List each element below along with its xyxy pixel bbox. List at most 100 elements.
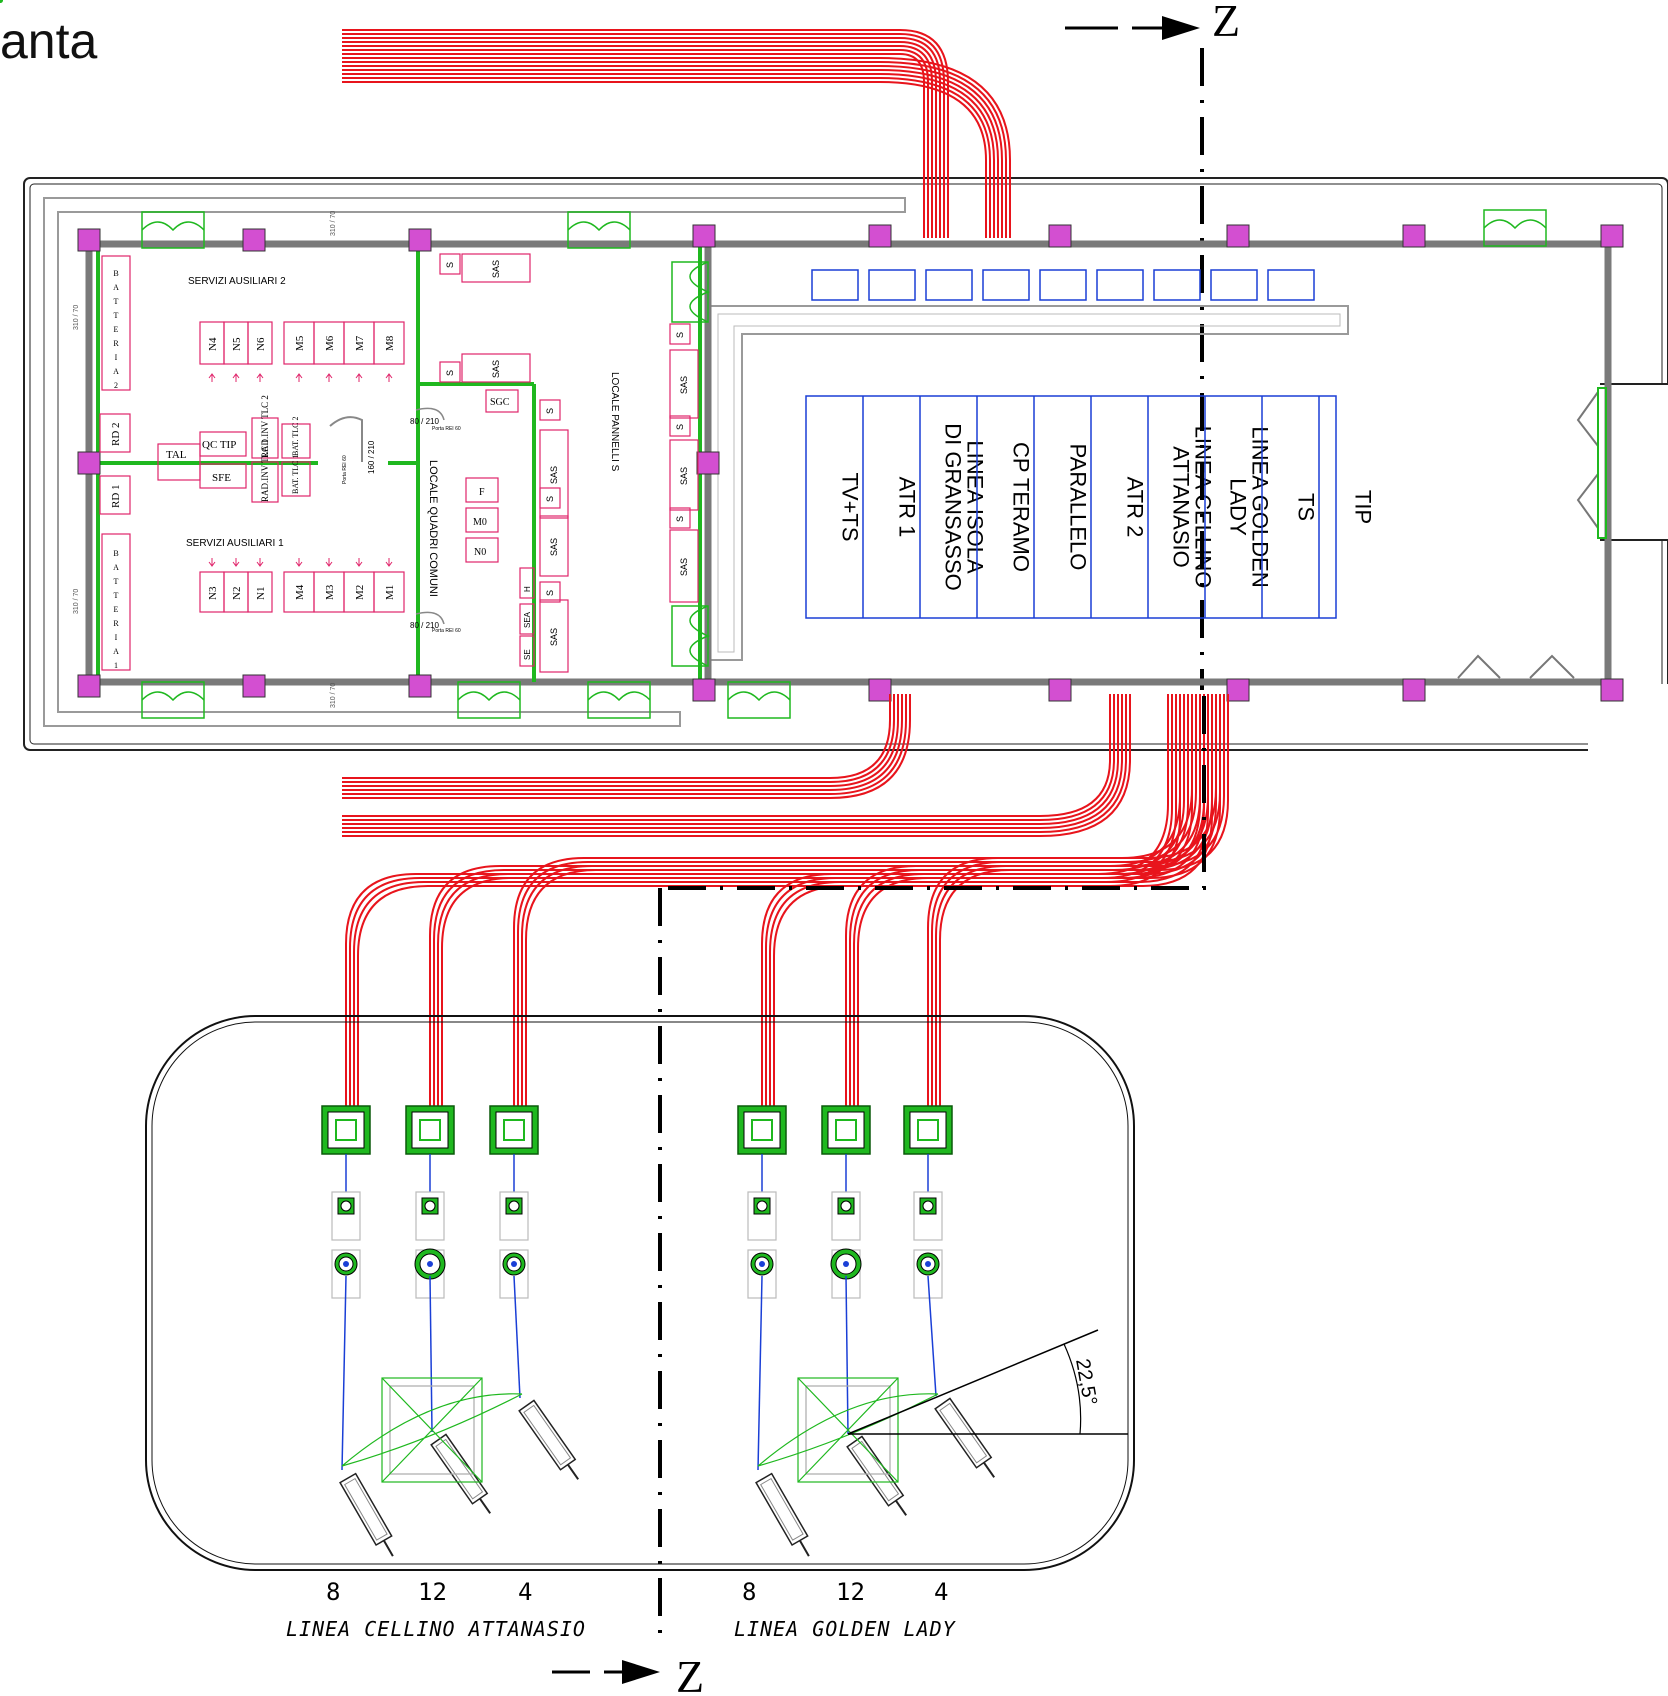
svg-text:S: S	[445, 262, 455, 268]
angle-label: 22,5°	[1071, 1357, 1101, 1407]
door-0	[141, 211, 205, 249]
f-label: F	[479, 487, 485, 498]
bat1-letter-3: T	[114, 591, 119, 600]
column-5	[1048, 224, 1072, 248]
side-door-0	[671, 261, 710, 323]
feeders	[0, 0, 995, 1557]
locale-pannelli: LOCALE PANNELLI S SASSSASSSASSSASSSASSSA…	[439, 253, 699, 673]
panelsBottom-box-2	[247, 571, 273, 613]
door-4	[457, 681, 521, 719]
bat1-letter-4: E	[114, 605, 119, 614]
rd1-box	[99, 475, 131, 515]
servizi-area: SERVIZI AUSILIARI 2 SERVIZI AUSILIARI 1 …	[73, 211, 405, 708]
count-left-12: 12	[418, 1578, 447, 1606]
sas-unit-6: SASS	[669, 415, 699, 511]
panelsTop-label-3: M5	[294, 335, 306, 351]
dim-top-left: 310 / 70	[330, 211, 337, 236]
bay-cabinet-4	[1039, 269, 1087, 301]
bay-label-2-1: DI GRANSASSO	[941, 423, 966, 590]
yard	[145, 1015, 1135, 1571]
angle-annotation: 22,5°	[847, 1329, 1128, 1435]
column-13	[408, 674, 432, 698]
panelsBottom-label-1: N2	[231, 587, 243, 600]
bat2-letter-4: E	[114, 325, 119, 334]
side-door-1	[671, 605, 710, 667]
door-2	[1483, 209, 1547, 247]
rd2-box	[99, 413, 131, 453]
panelsBottom-label-6: M1	[384, 585, 396, 600]
doors	[141, 209, 1547, 719]
small-h-box	[519, 567, 535, 599]
column-19	[1600, 678, 1624, 702]
column-9	[77, 451, 101, 475]
sas-unit-3: SASS	[539, 487, 569, 577]
bat1-letter-2: T	[114, 577, 119, 586]
sgc-box	[485, 389, 519, 413]
title-fragment: anta	[0, 13, 98, 69]
column-7	[1402, 224, 1426, 248]
section-marker-top: Z	[1065, 0, 1240, 690]
door-3	[141, 681, 205, 719]
bat2-letter-2: T	[114, 297, 119, 306]
bat1-letter-5: R	[113, 619, 119, 628]
svg-text:S: S	[675, 424, 685, 430]
line-label-right: LINEA GOLDEN LADY	[734, 1617, 957, 1641]
columns	[77, 224, 1624, 702]
column-10	[696, 451, 720, 475]
panelsTop-label-4: M6	[324, 335, 336, 351]
small-h-label: H	[523, 586, 532, 592]
column-4	[868, 224, 892, 248]
porta-center: Porta REI 60	[342, 455, 348, 484]
feeder-0	[0, 0, 394, 1557]
bay-label-1-0: ATR 1	[895, 477, 920, 538]
bat1-letter-7: A	[113, 647, 119, 656]
lattice-right	[757, 1377, 939, 1483]
panelsBottom-box-6	[373, 571, 405, 613]
qctip-label: QC TIP	[202, 439, 236, 451]
line-labels: 8 12 4 LINEA CELLINO ATTANASIO 8 12 4 LI…	[286, 1578, 957, 1641]
svg-text:SAS: SAS	[549, 628, 559, 646]
room-servizi-1: SERVIZI AUSILIARI 1	[186, 538, 284, 549]
bay-cabinet-5	[1096, 269, 1144, 301]
door-5	[587, 681, 651, 719]
svg-text:SAS: SAS	[549, 466, 559, 484]
room-locale-quadri: LOCALE QUADRI COMUNI	[427, 460, 439, 597]
section-marker-bottom: Z	[552, 696, 1206, 1696]
n0-label: N0	[474, 547, 486, 558]
bay-cabinet-3	[982, 269, 1030, 301]
bat2-letter-7: A	[113, 367, 119, 376]
svg-text:S: S	[545, 590, 555, 596]
bay-cabinet-6	[1153, 269, 1201, 301]
feeder-5	[0, 0, 995, 1478]
section-letter-top: Z	[1212, 0, 1240, 46]
svg-text:SAS: SAS	[491, 260, 501, 278]
column-3	[692, 224, 716, 248]
bat2-letter-8: 2	[114, 381, 118, 390]
panelsBottom-label-4: M3	[324, 584, 336, 600]
section-letter-bottom: Z	[676, 1651, 704, 1696]
tal-box	[157, 443, 201, 481]
bay-label-3-0: CP TERAMO	[1009, 442, 1034, 572]
dim-left-2: 310 / 70	[73, 589, 80, 614]
room-servizi-2: SERVIZI AUSILIARI 2	[188, 276, 286, 287]
panelsTop-label-0: N4	[207, 337, 219, 351]
bay-label-7-0: LINEA GOLDEN	[1248, 426, 1273, 587]
svg-text:SAS: SAS	[679, 558, 689, 576]
column-6	[1226, 224, 1250, 248]
bay-label-9-0: TIP	[1351, 490, 1376, 524]
count-right-12: 12	[836, 1578, 865, 1606]
radinv2-label: RAD.INV TLC 2	[260, 395, 270, 458]
bat1-letter-8: 1	[114, 661, 118, 670]
svg-text:S: S	[545, 496, 555, 502]
building-outline	[23, 177, 1668, 754]
bay-cabinet-2	[925, 269, 973, 301]
radinv2-box	[251, 417, 279, 459]
bay-cabinet-0	[811, 269, 859, 301]
cables	[342, 29, 1229, 1122]
sas-unit-4: SAS S	[539, 581, 569, 673]
door-6	[727, 681, 791, 719]
